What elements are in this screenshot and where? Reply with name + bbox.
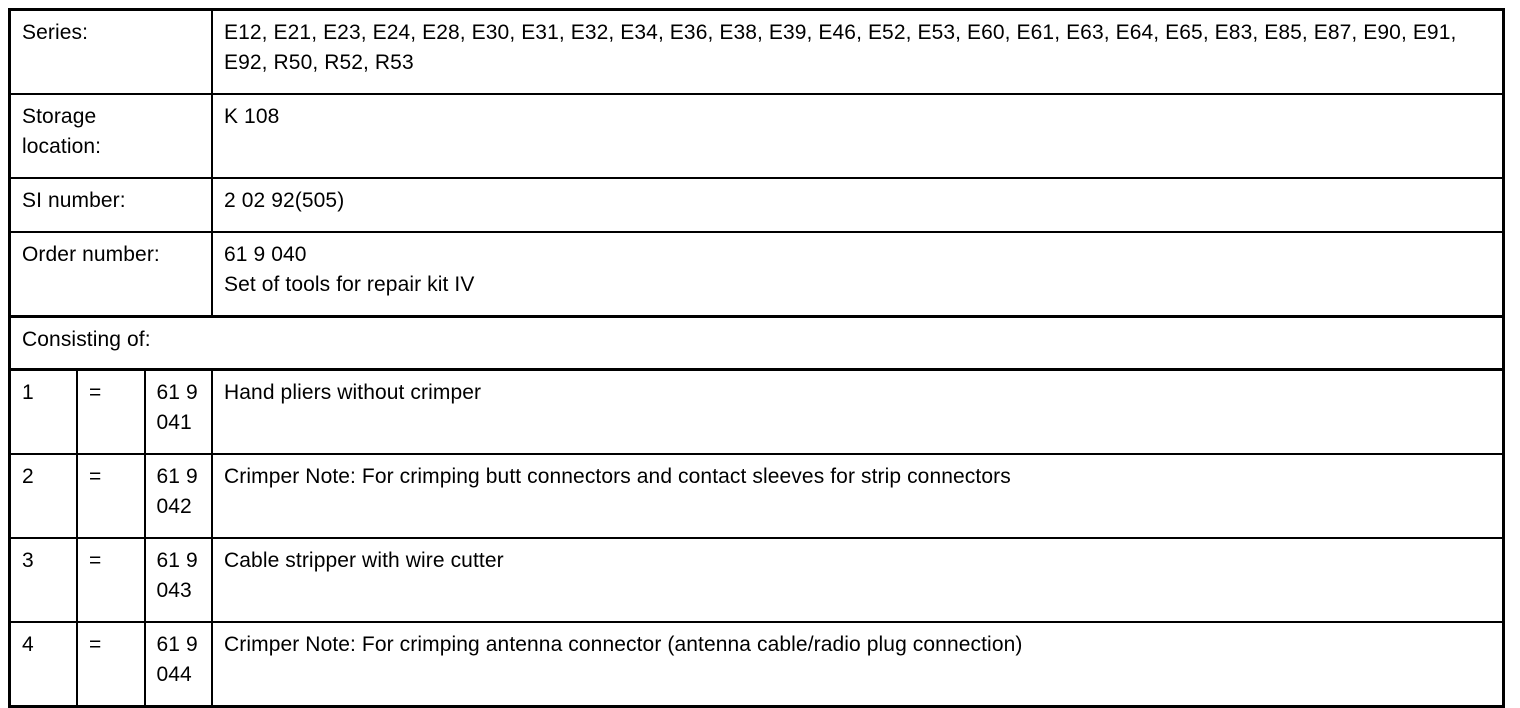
field-label-storage-location: Storage location:	[8, 93, 213, 179]
item-index: 3	[8, 537, 78, 623]
table-row-consisting-of: Consisting of:	[8, 315, 1505, 371]
table-row-order-number: Order number: 61 9 040 Set of tools for …	[8, 231, 1505, 318]
field-label-order-number: Order number:	[8, 231, 213, 318]
table-row-si-number: SI number: 2 02 92(505)	[8, 177, 1505, 233]
table-body: Series: E12, E21, E23, E24, E28, E30, E3…	[8, 8, 1505, 708]
item-part-number: 61 9 044	[143, 621, 213, 708]
consisting-of-heading: Consisting of:	[8, 315, 1505, 371]
table-row-item: 1 = 61 9 041 Hand pliers without crimper	[8, 368, 1505, 455]
item-equals-sign: =	[76, 537, 146, 623]
field-value-order-number: 61 9 040 Set of tools for repair kit IV	[211, 231, 1505, 318]
item-part-number: 61 9 042	[143, 453, 213, 539]
item-description: Cable stripper with wire cutter	[211, 537, 1505, 623]
field-value-si-number: 2 02 92(505)	[211, 177, 1505, 233]
table-row-series: Series: E12, E21, E23, E24, E28, E30, E3…	[8, 8, 1505, 95]
table-row-item: 2 = 61 9 042 Crimper Note: For crimping …	[8, 453, 1505, 539]
item-index: 1	[8, 368, 78, 455]
specification-table: Series: E12, E21, E23, E24, E28, E30, E3…	[8, 8, 1505, 708]
table-row-item: 3 = 61 9 043 Cable stripper with wire cu…	[8, 537, 1505, 623]
item-part-number: 61 9 041	[143, 368, 213, 455]
field-value-series: E12, E21, E23, E24, E28, E30, E31, E32, …	[211, 8, 1505, 95]
item-description: Crimper Note: For crimping butt connecto…	[211, 453, 1505, 539]
item-index: 2	[8, 453, 78, 539]
item-index: 4	[8, 621, 78, 708]
field-label-series: Series:	[8, 8, 213, 95]
item-description: Crimper Note: For crimping antenna conne…	[211, 621, 1505, 708]
item-description: Hand pliers without crimper	[211, 368, 1505, 455]
item-part-number: 61 9 043	[143, 537, 213, 623]
item-equals-sign: =	[76, 621, 146, 708]
table-row-storage-location: Storage location: K 108	[8, 93, 1505, 179]
field-label-si-number: SI number:	[8, 177, 213, 233]
item-equals-sign: =	[76, 368, 146, 455]
item-equals-sign: =	[76, 453, 146, 539]
field-value-storage-location: K 108	[211, 93, 1505, 179]
table-row-item: 4 = 61 9 044 Crimper Note: For crimping …	[8, 621, 1505, 708]
